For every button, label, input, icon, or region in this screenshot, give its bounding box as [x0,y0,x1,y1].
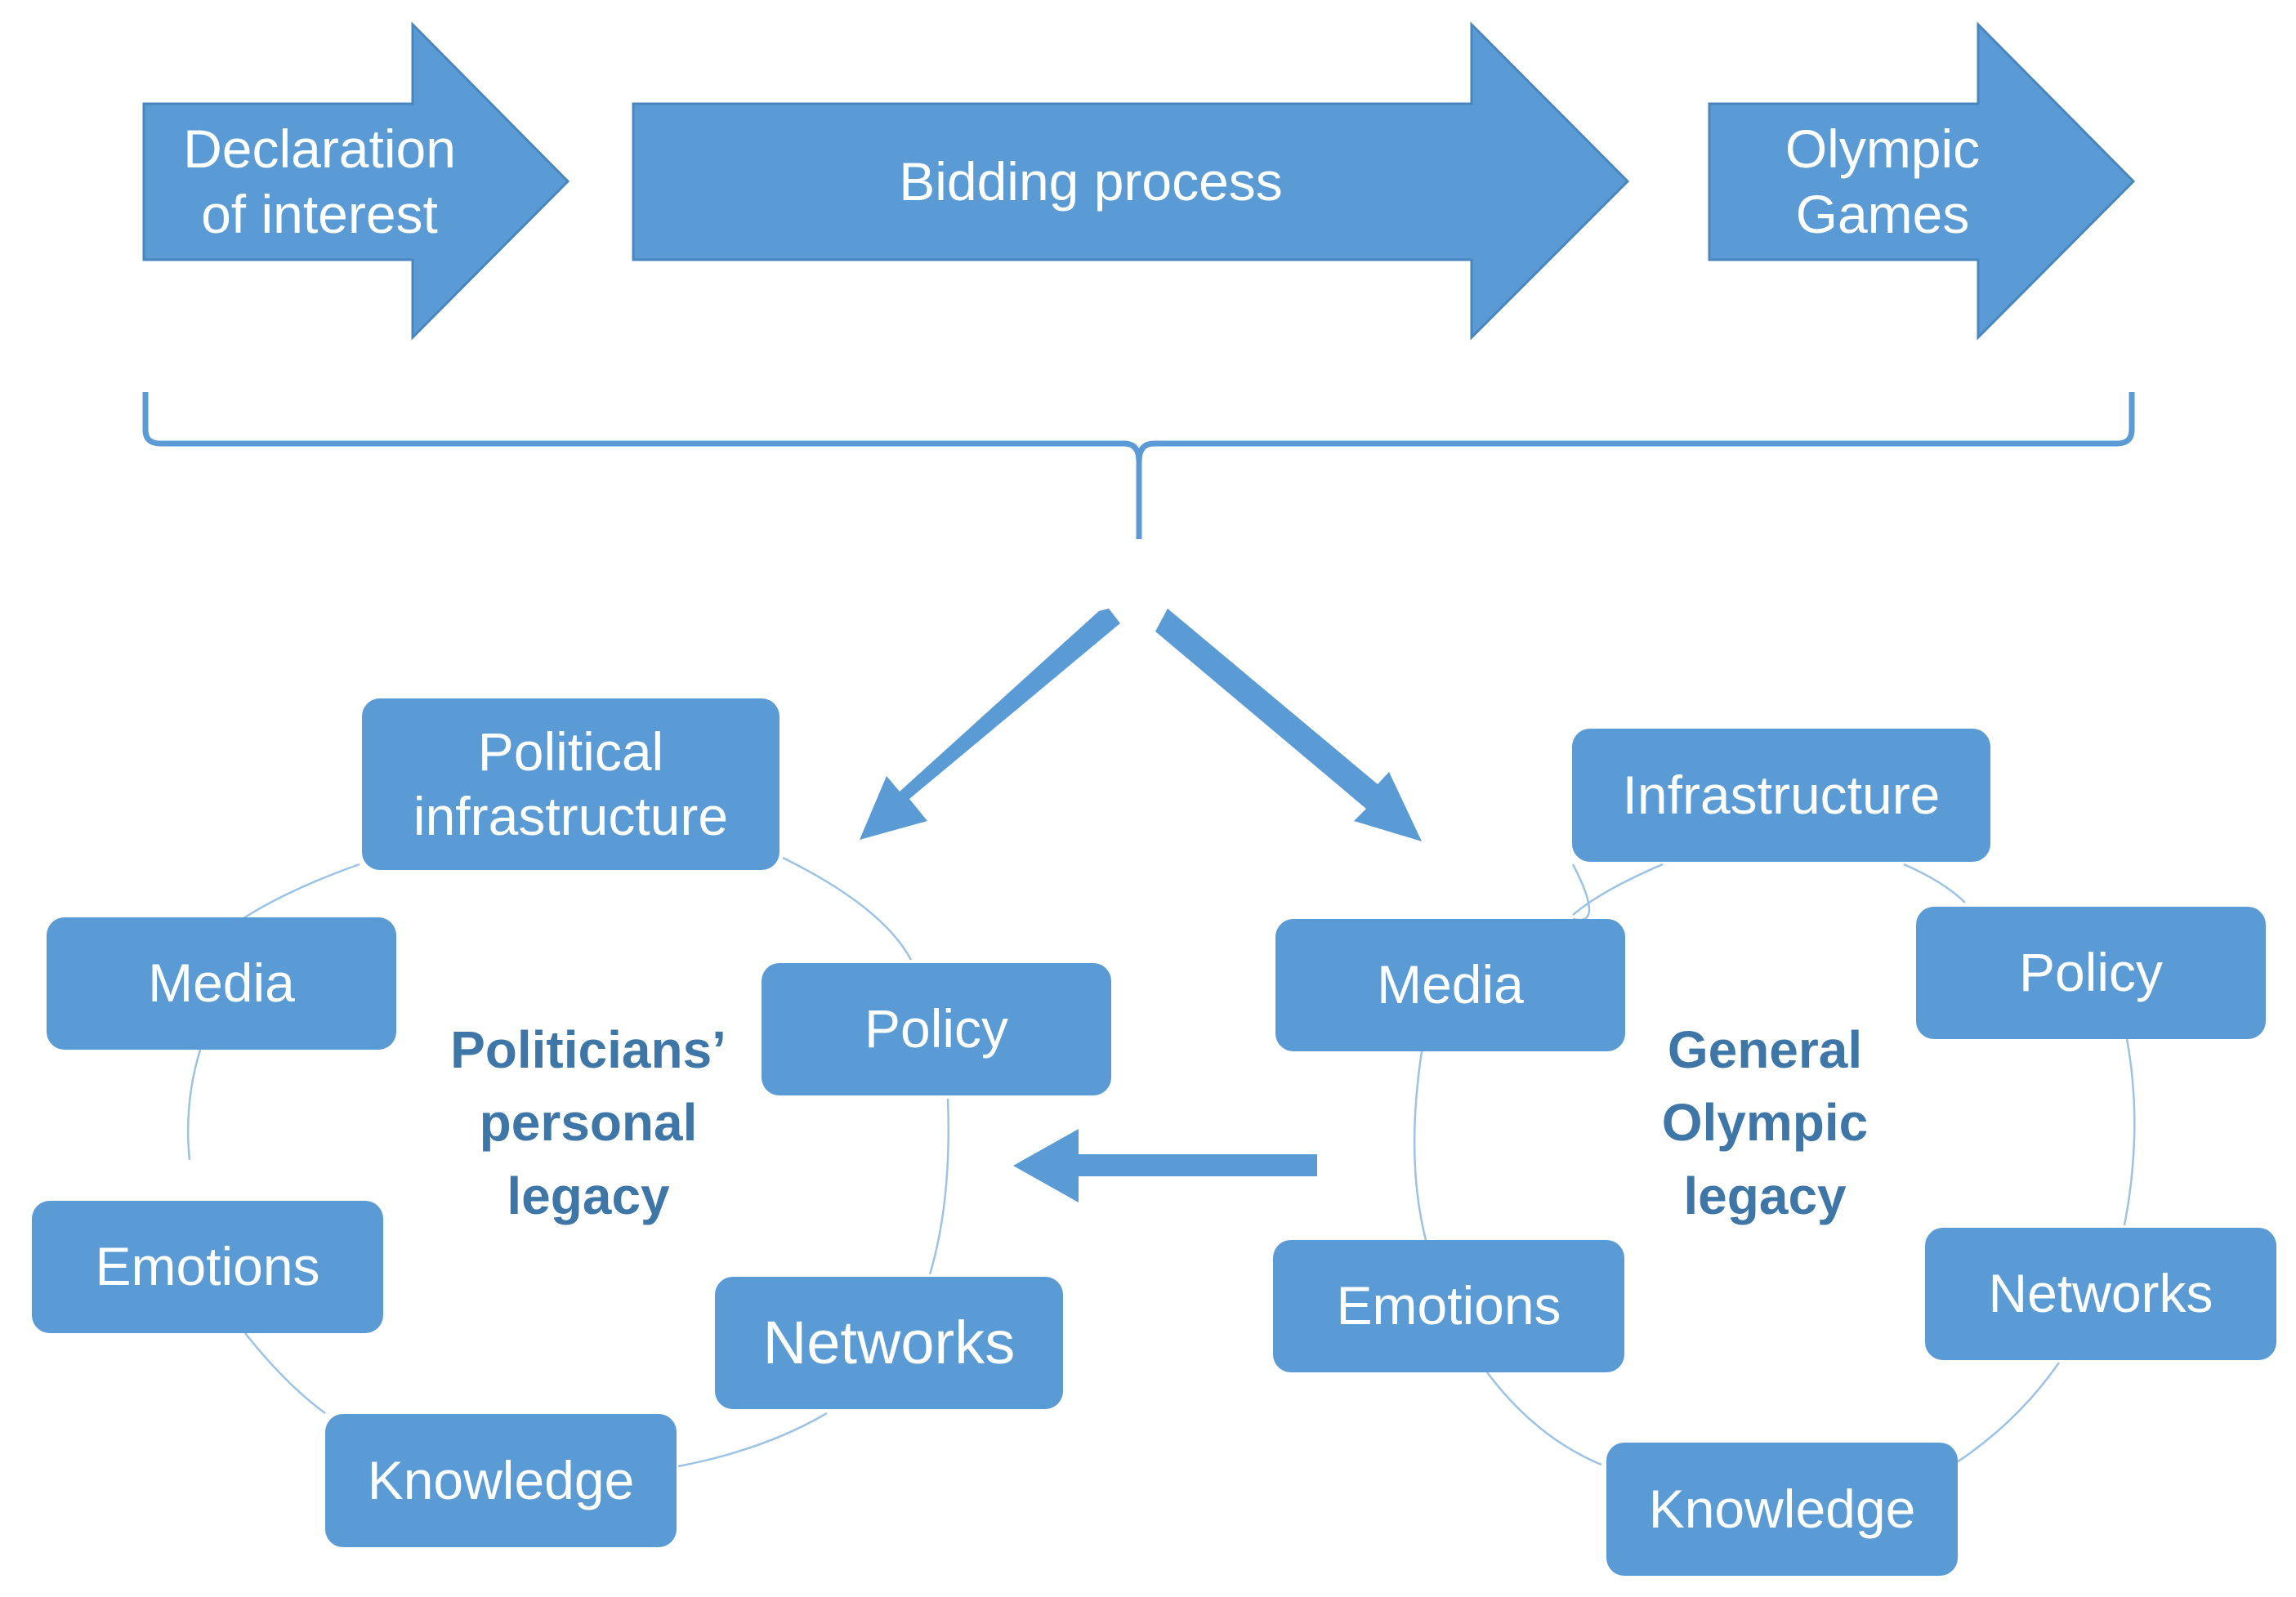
process-step-olympic-games-label: Olympic Games [1785,118,1981,244]
right-cycle-center-label: General Olympic legacy [1661,1019,1869,1225]
left-node-media: Media [47,917,396,1050]
right-node-policy: Policy [1916,907,2266,1039]
right-node-networks: Networks [1925,1228,2276,1360]
left-node-knowledge: Knowledge [325,1414,677,1547]
left-node-policy: Policy [762,963,1111,1095]
process-step-bidding-label: Bidding process [899,150,1283,212]
arrow-right-to-left [1013,1129,1317,1202]
right-node-media: Media [1275,919,1625,1051]
right-node-infrastructure: Infrastructure [1572,729,1990,862]
arrow-to-right-cycle [1155,609,1422,841]
split-arrows [860,609,1422,841]
right-cycle-connectors [1413,863,2136,1466]
right-node-emotions: Emotions [1273,1240,1624,1372]
right-node-knowledge: Knowledge [1606,1443,1958,1576]
left-cycle-connectors [186,856,950,1468]
left-node-emotions: Emotions [32,1201,383,1333]
process-step-declaration-label: Declaration of interest [183,118,456,244]
arrow-to-left-cycle [860,609,1120,840]
timeline-brace [142,392,2135,539]
left-node-networks: Networks [715,1277,1063,1409]
left-node-political-infrastructure: Political infrastructure [362,698,779,870]
left-cycle-center-label: Politicians’ personal legacy [450,1019,726,1225]
process-arrow-bidding [632,21,1630,341]
process-arrow-declaration [142,21,570,341]
process-arrow-olympic-games [1708,21,2136,341]
